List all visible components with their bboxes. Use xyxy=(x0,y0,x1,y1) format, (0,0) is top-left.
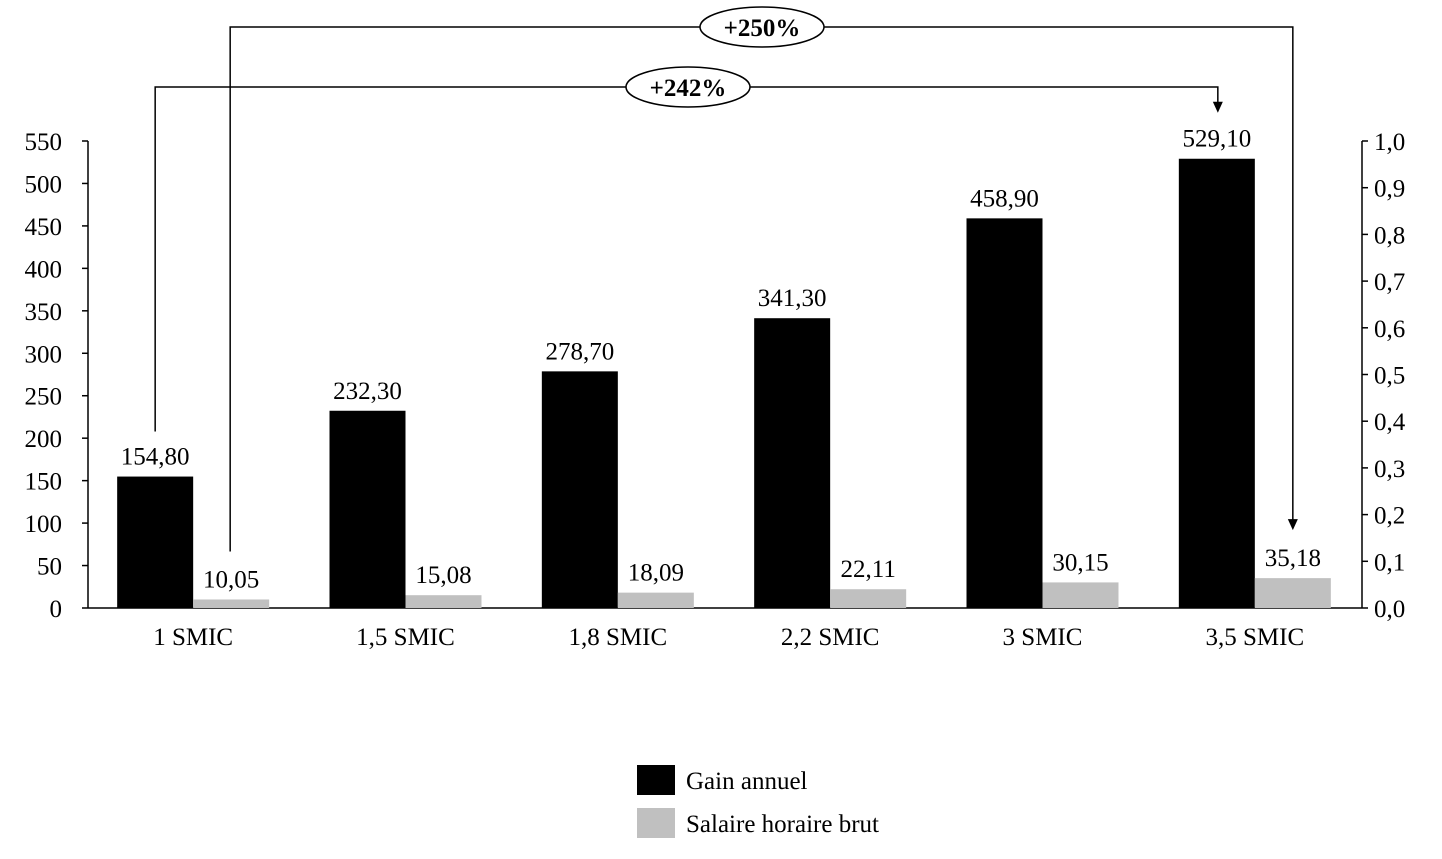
left-tick-label: 300 xyxy=(25,341,63,368)
legend-label: Gain annuel xyxy=(686,768,808,795)
annotation-bubble xyxy=(699,6,825,48)
data-label: 232,30 xyxy=(333,378,402,405)
category-label: 3,5 SMIC xyxy=(1206,624,1305,651)
right-tick-label: 0,4 xyxy=(1374,409,1406,436)
left-tick-label: 200 xyxy=(25,426,63,453)
arrow-head-icon xyxy=(1212,101,1223,113)
data-label: 341,30 xyxy=(758,285,827,312)
legend-swatch xyxy=(637,765,675,795)
left-tick-label: 400 xyxy=(25,256,63,283)
data-label: 15,08 xyxy=(415,562,471,589)
annotation-connector xyxy=(154,86,1219,432)
data-label: 18,09 xyxy=(628,560,684,587)
left-tick-label: 0 xyxy=(50,596,63,623)
right-tick-label: 0,9 xyxy=(1374,176,1405,203)
left-tick-label: 350 xyxy=(25,299,63,326)
right-tick-label: 0,2 xyxy=(1374,503,1405,530)
data-label: 35,18 xyxy=(1265,545,1321,572)
category-label: 3 SMIC xyxy=(1003,624,1083,651)
data-label: 22,11 xyxy=(841,556,896,583)
left-tick-label: 550 xyxy=(25,129,63,156)
data-label: 154,80 xyxy=(121,444,190,471)
right-tick-label: 0,6 xyxy=(1374,316,1405,343)
bar-salaire-horaire xyxy=(1042,582,1119,608)
annotation-label: +250% xyxy=(724,15,801,42)
bar-salaire-horaire xyxy=(617,592,694,608)
bar-gain-annuel xyxy=(1178,158,1255,608)
bar-salaire-horaire xyxy=(405,595,482,608)
right-tick-label: 0,7 xyxy=(1374,269,1405,296)
category-label: 1,5 SMIC xyxy=(356,624,455,651)
left-tick-label: 150 xyxy=(25,469,63,496)
right-tick-label: 0,8 xyxy=(1374,222,1405,249)
right-tick-label: 0,5 xyxy=(1374,363,1405,390)
data-label: 10,05 xyxy=(203,566,259,593)
legend-label: Salaire horaire brut xyxy=(686,811,879,838)
arrow-head-icon xyxy=(1287,519,1298,531)
category-label: 2,2 SMIC xyxy=(781,624,880,651)
left-tick-label: 450 xyxy=(25,214,63,241)
data-label: 30,15 xyxy=(1052,549,1108,576)
bar-gain-annuel xyxy=(966,218,1043,609)
left-tick-label: 100 xyxy=(25,511,63,538)
right-tick-label: 1,0 xyxy=(1374,129,1405,156)
data-label: 458,90 xyxy=(970,185,1039,212)
data-label: 278,70 xyxy=(545,338,614,365)
bar-gain-annuel xyxy=(329,410,406,608)
category-label: 1 SMIC xyxy=(153,624,233,651)
right-tick-label: 0,0 xyxy=(1374,596,1405,623)
bar-salaire-horaire xyxy=(193,599,270,608)
left-tick-label: 250 xyxy=(25,384,63,411)
legend-swatch xyxy=(637,808,675,838)
annotation-bubble xyxy=(625,66,751,108)
data-label: 529,10 xyxy=(1182,126,1251,153)
bar-gain-annuel xyxy=(541,371,618,608)
bar-salaire-horaire xyxy=(830,589,907,608)
left-tick-label: 500 xyxy=(25,171,63,198)
bar-gain-annuel xyxy=(117,476,194,608)
bar-salaire-horaire xyxy=(1254,578,1331,608)
category-label: 1,8 SMIC xyxy=(569,624,668,651)
left-tick-label: 50 xyxy=(37,554,62,581)
right-tick-label: 0,1 xyxy=(1374,549,1405,576)
annotation-label: +242% xyxy=(650,75,727,102)
bar-gain-annuel xyxy=(754,318,831,608)
right-tick-label: 0,3 xyxy=(1374,456,1405,483)
